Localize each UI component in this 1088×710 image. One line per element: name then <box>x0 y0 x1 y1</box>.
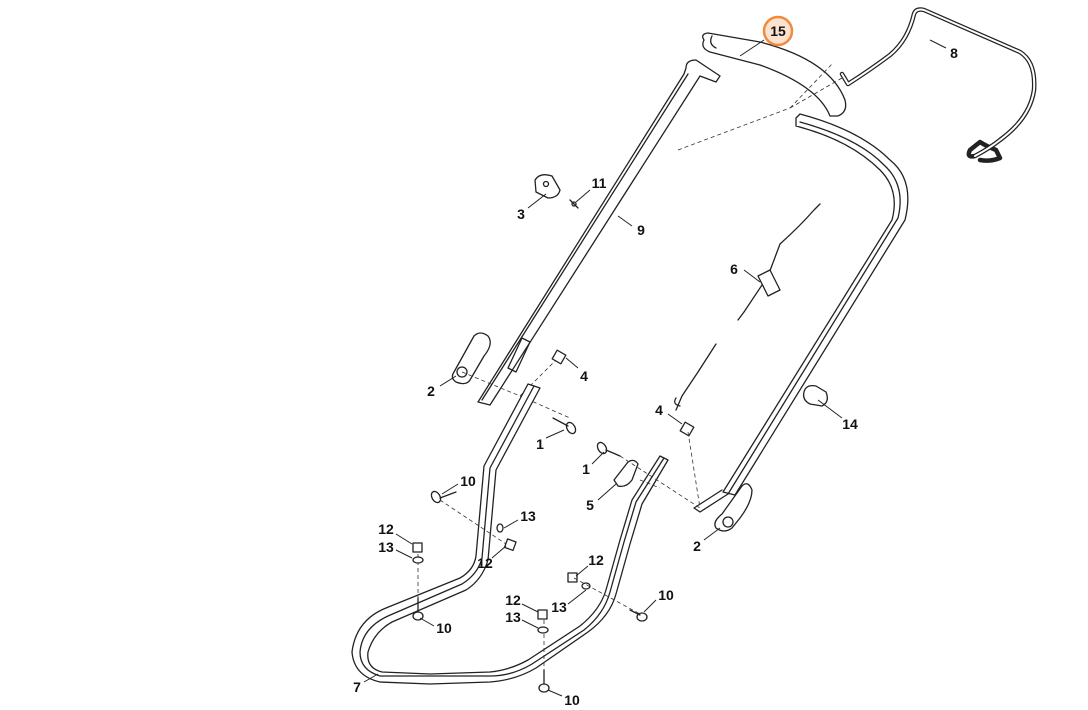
part-15-handle-grip[interactable] <box>702 32 847 117</box>
callout-labels: 15 8 11 3 9 6 4 2 1 4 14 1 10 5 13 12 13… <box>353 23 958 708</box>
alignment-line-lower-right <box>543 577 641 684</box>
callout-5[interactable]: 5 <box>586 497 594 513</box>
callout-10-d[interactable]: 10 <box>564 692 580 708</box>
callout-13-d[interactable]: 13 <box>505 609 521 625</box>
leader-lines <box>363 39 947 697</box>
highlight-circle-15 <box>762 15 794 47</box>
callout-12-b[interactable]: 12 <box>477 555 493 571</box>
callout-10-b[interactable]: 10 <box>658 587 674 603</box>
part-10-bolt-a[interactable] <box>430 490 457 504</box>
callout-10-c[interactable]: 10 <box>436 620 452 636</box>
part-6-cable[interactable] <box>674 203 821 411</box>
callout-4-upper[interactable]: 4 <box>580 368 588 384</box>
part-10-bolt-d[interactable] <box>538 669 550 693</box>
callout-13-a[interactable]: 13 <box>520 508 536 524</box>
part-2-clamp-lever-right[interactable] <box>714 483 753 532</box>
part-4-nut-upper[interactable] <box>551 349 567 365</box>
upper-handle-right[interactable] <box>693 113 909 513</box>
part-14-cable-clip[interactable] <box>802 384 828 407</box>
part-8-bail-lever[interactable] <box>839 7 1037 163</box>
part-2-clamp-lever-left[interactable] <box>451 332 491 385</box>
callout-2-left[interactable]: 2 <box>427 383 435 399</box>
callout-2-right[interactable]: 2 <box>693 538 701 554</box>
callout-15[interactable]: 15 <box>770 23 786 39</box>
callout-12-c[interactable]: 12 <box>588 552 604 568</box>
part-12-nut-a[interactable] <box>412 542 423 553</box>
part-11-screw[interactable] <box>569 199 579 209</box>
callout-12-a[interactable]: 12 <box>378 521 394 537</box>
part-9-upper-handle-left[interactable] <box>477 59 721 406</box>
callout-6[interactable]: 6 <box>730 261 738 277</box>
part-13-washer-c[interactable] <box>581 582 591 590</box>
part-8-bail-lever-inner <box>841 8 1036 157</box>
callout-11[interactable]: 11 <box>592 175 607 191</box>
part-7-lower-handle[interactable] <box>351 383 669 685</box>
part-13-washer-a[interactable] <box>412 556 424 564</box>
part-1-bolt-lower[interactable] <box>596 441 621 457</box>
callout-4-lower[interactable]: 4 <box>655 402 663 418</box>
callout-8[interactable]: 8 <box>950 45 958 61</box>
alignment-line-mid-right <box>619 431 701 509</box>
part-13-washer-d[interactable] <box>537 626 549 634</box>
callout-14[interactable]: 14 <box>842 416 858 432</box>
part-12-nut-d[interactable] <box>537 609 548 620</box>
part-10-bolt-c[interactable] <box>629 609 648 622</box>
part-4-nut-lower[interactable] <box>679 421 695 437</box>
part-12-nut-b[interactable] <box>503 538 517 552</box>
callout-1-upper[interactable]: 1 <box>536 436 544 452</box>
callout-13-c[interactable]: 13 <box>551 599 567 615</box>
alignment-line-lower-left <box>417 499 513 612</box>
callout-13-b[interactable]: 13 <box>378 539 394 555</box>
part-5-clip[interactable] <box>613 459 639 488</box>
part-3-clip[interactable] <box>534 174 561 199</box>
callout-3[interactable]: 3 <box>517 206 525 222</box>
callout-1-lower[interactable]: 1 <box>582 461 590 477</box>
callout-10-a[interactable]: 10 <box>460 473 476 489</box>
alignment-line-top <box>677 63 843 151</box>
callout-7[interactable]: 7 <box>353 679 361 695</box>
part-1-bolt-upper[interactable] <box>552 417 577 435</box>
part-12-nut-c[interactable] <box>567 572 578 583</box>
callout-12-d[interactable]: 12 <box>505 592 521 608</box>
callout-9[interactable]: 9 <box>637 222 645 238</box>
part-13-washer-b[interactable] <box>496 523 504 533</box>
